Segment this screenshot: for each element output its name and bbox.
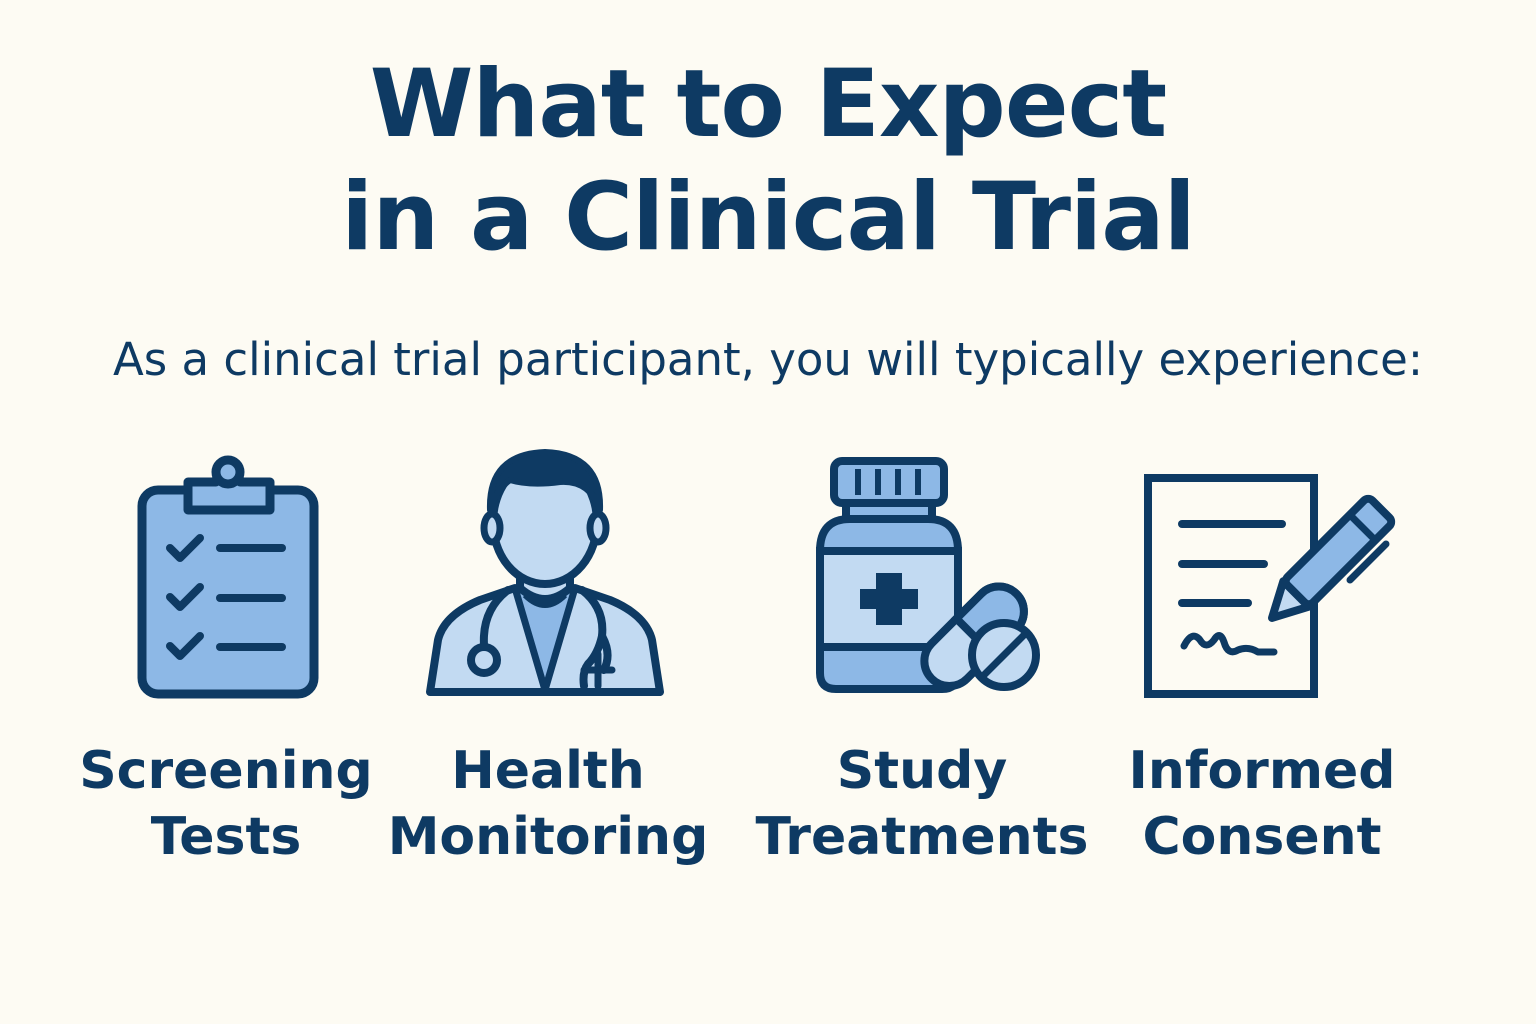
label-line-2: Monitoring [387,807,709,867]
item-label-informed-consent: Informed Consent [1092,738,1432,870]
label-line-1: Informed [1128,741,1396,801]
label-line-2: Consent [1142,807,1382,867]
title-line-1: What to Expect [369,50,1167,159]
label-line-2: Tests [150,807,302,867]
item-label-study-treatments: Study Treatments [752,738,1092,870]
item-label-health-monitoring: Health Monitoring [378,738,718,870]
subtitle: As a clinical trial participant, you wil… [112,333,1424,386]
item-label-screening-tests: Screening Tests [56,738,396,870]
title-line-2: in a Clinical Trial [341,163,1196,272]
label-line-2: Treatments [755,807,1089,867]
document-pen-icon [1144,474,1396,698]
label-line-1: Screening [79,741,373,801]
medicine-bottle-pills-icon [816,457,1040,693]
page-title: What to Expect in a Clinical Trial [0,48,1536,274]
label-line-1: Health [451,741,645,801]
doctor-icon [426,449,664,696]
label-line-1: Study [836,741,1008,801]
clipboard-checklist-icon [137,455,319,699]
